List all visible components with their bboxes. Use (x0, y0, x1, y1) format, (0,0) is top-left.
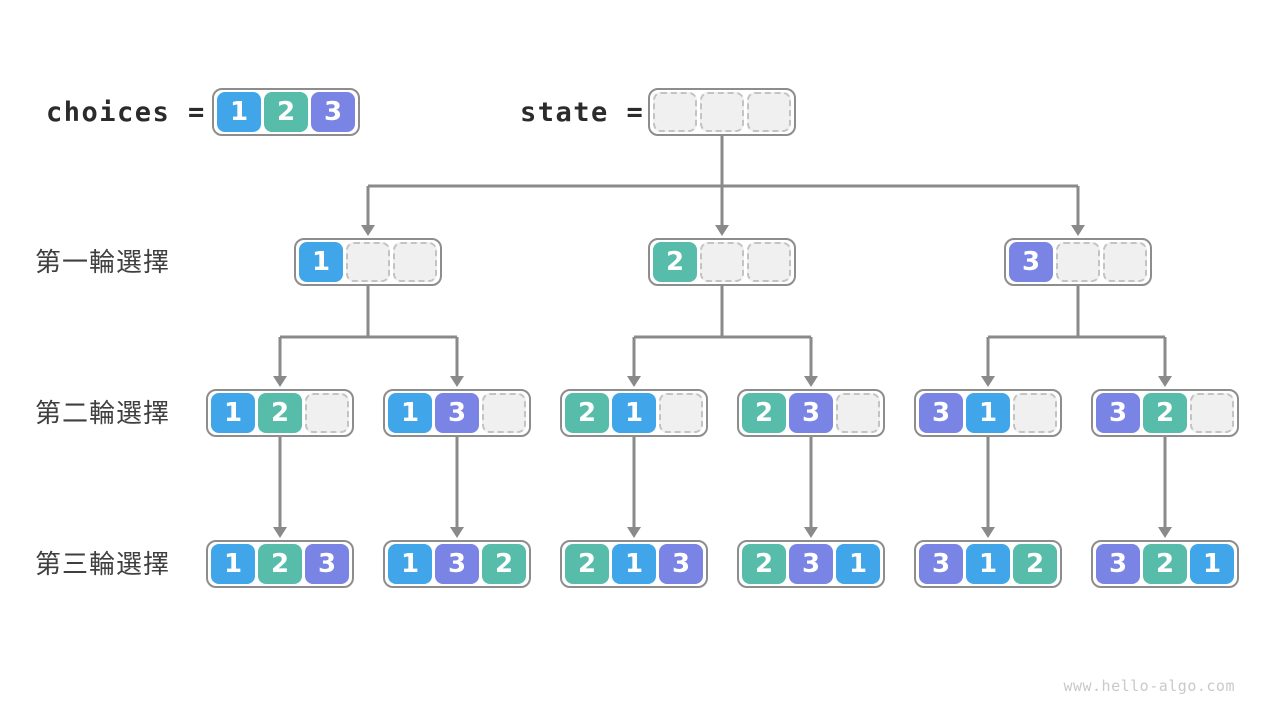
watermark: www.hello-algo.com (1063, 677, 1235, 695)
array-cell-empty (747, 92, 791, 132)
array-cell-empty (653, 92, 697, 132)
array-cell-3: 3 (919, 544, 963, 584)
array-cell-2: 2 (565, 544, 609, 584)
array-cell-empty (482, 393, 526, 433)
array-cell-empty (305, 393, 349, 433)
state-label: state = (520, 96, 645, 128)
array-cell-1: 1 (966, 544, 1010, 584)
array-cell-empty (393, 242, 437, 282)
array-cell-3: 3 (789, 393, 833, 433)
array-cell-3: 3 (305, 544, 349, 584)
round1-node-3: 3 (1004, 238, 1152, 286)
array-cell-2: 2 (264, 92, 308, 132)
array-cell-2: 2 (565, 393, 609, 433)
array-cell-2: 2 (1013, 544, 1057, 584)
array-cell-3: 3 (435, 544, 479, 584)
array-cell-2: 2 (653, 242, 697, 282)
array-cell-3: 3 (435, 393, 479, 433)
array-cell-1: 1 (388, 544, 432, 584)
array-cell-1: 1 (612, 393, 656, 433)
array-cell-empty (1056, 242, 1100, 282)
array-cell-3: 3 (1096, 393, 1140, 433)
array-cell-3: 3 (1009, 242, 1053, 282)
array-cell-2: 2 (1143, 393, 1187, 433)
array-cell-2: 2 (742, 544, 786, 584)
round1-node-1: 1 (294, 238, 442, 286)
array-cell-3: 3 (789, 544, 833, 584)
state-array-box (648, 88, 796, 136)
choices-label: choices = (46, 96, 206, 128)
array-cell-empty (747, 242, 791, 282)
array-cell-empty (700, 92, 744, 132)
round-1-label: 第一輪選擇 (35, 247, 171, 277)
array-cell-2: 2 (258, 544, 302, 584)
round-3-label: 第三輪選擇 (35, 549, 171, 579)
array-cell-2: 2 (258, 393, 302, 433)
array-cell-3: 3 (919, 393, 963, 433)
array-cell-1: 1 (612, 544, 656, 584)
array-cell-1: 1 (217, 92, 261, 132)
array-cell-1: 1 (388, 393, 432, 433)
array-cell-empty (836, 393, 880, 433)
array-cell-empty (700, 242, 744, 282)
array-cell-empty (1013, 393, 1057, 433)
round1-node-2: 2 (648, 238, 796, 286)
array-cell-2: 2 (742, 393, 786, 433)
array-cell-1: 1 (966, 393, 1010, 433)
array-cell-3: 3 (659, 544, 703, 584)
array-cell-2: 2 (482, 544, 526, 584)
array-cell-1: 1 (299, 242, 343, 282)
array-cell-1: 1 (1190, 544, 1234, 584)
array-cell-2: 2 (1143, 544, 1187, 584)
array-cell-empty (346, 242, 390, 282)
array-cell-1: 1 (211, 544, 255, 584)
array-cell-1: 1 (211, 393, 255, 433)
array-cell-1: 1 (836, 544, 880, 584)
array-cell-3: 3 (311, 92, 355, 132)
array-cell-empty (659, 393, 703, 433)
round-2-label: 第二輪選擇 (35, 398, 171, 428)
array-cell-3: 3 (1096, 544, 1140, 584)
array-cell-empty (1190, 393, 1234, 433)
array-cell-empty (1103, 242, 1147, 282)
